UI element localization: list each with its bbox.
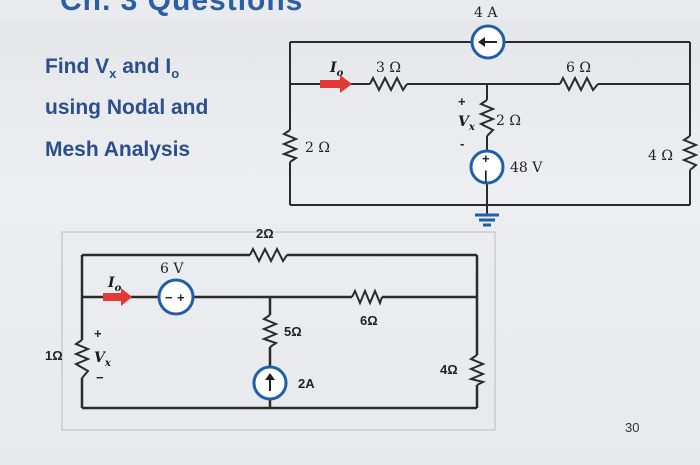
b-label-1-ohm: 1Ω: [45, 348, 63, 363]
label-vx-plus: +: [458, 94, 466, 109]
b-label-6v: 6 V: [160, 261, 184, 277]
resistor-2-ohm-mid: [478, 99, 496, 137]
label-48v: 48 V: [510, 160, 543, 176]
question-line-1: Find Vx and Io: [45, 55, 179, 81]
b-current-source-2a: [252, 365, 288, 401]
question-line-2: using Nodal and: [45, 96, 209, 119]
b-label-2-ohm: 2Ω: [256, 226, 274, 241]
question-line-3: Mesh Analysis: [45, 138, 191, 161]
label-4a: 4 A: [474, 5, 498, 21]
b-resistor-1-ohm: [73, 339, 91, 379]
b-resistor-2-ohm: [249, 246, 288, 264]
b-io-arrow-icon: [103, 288, 132, 306]
current-source-4a: [470, 24, 506, 60]
slide-top-strip: [0, 0, 700, 20]
question-sub-x: x: [109, 66, 117, 82]
b-resistor-4-ohm: [467, 354, 486, 386]
label-io-top: Io: [329, 60, 344, 79]
resistor-2-ohm-left: [281, 129, 299, 163]
io-arrow-icon: [320, 75, 352, 93]
page-number: 30: [625, 420, 640, 435]
b-label-5-ohm: 5Ω: [284, 324, 302, 339]
b-label-io: Io: [107, 275, 122, 294]
slide-title: Ch. 3 Questions: [60, 0, 304, 17]
label-vx-minus: -: [460, 136, 464, 151]
b-label-6-ohm: 6Ω: [360, 313, 378, 328]
question-sub-o: o: [171, 66, 180, 82]
label-6-ohm: 6 Ω: [566, 60, 591, 76]
b-label-2a: 2A: [298, 376, 315, 391]
resistor-3-ohm: [369, 75, 408, 93]
resistor-6-ohm: [559, 75, 599, 93]
question-text-find: Find V: [45, 55, 110, 78]
label-2-ohm-mid: 2 Ω: [496, 113, 521, 129]
ground-icon: [475, 213, 499, 227]
b-label-vx-plus: +: [94, 326, 102, 341]
voltage-source-48v: + |: [469, 149, 505, 185]
b-resistor-6-ohm: [351, 288, 383, 306]
label-2-ohm-left: 2 Ω: [305, 140, 330, 156]
svg-text:|: |: [484, 168, 488, 183]
b-label-vx-minus: −: [96, 370, 104, 385]
svg-text:−: −: [165, 290, 173, 305]
label-4-ohm: 4 Ω: [648, 148, 673, 164]
label-vx-top: Vx: [458, 114, 476, 133]
svg-text:+: +: [177, 290, 185, 305]
b-label-vx: Vx: [94, 350, 112, 369]
b-label-4-ohm: 4Ω: [440, 362, 458, 377]
selection-frame: [61, 231, 496, 431]
question-text-and: and I: [122, 55, 172, 78]
b-voltage-source-6v: − +: [157, 278, 195, 316]
label-3-ohm: 3 Ω: [376, 60, 401, 76]
resistor-4-ohm: [681, 135, 699, 171]
b-resistor-5-ohm: [261, 314, 279, 348]
svg-text:+: +: [482, 151, 490, 166]
